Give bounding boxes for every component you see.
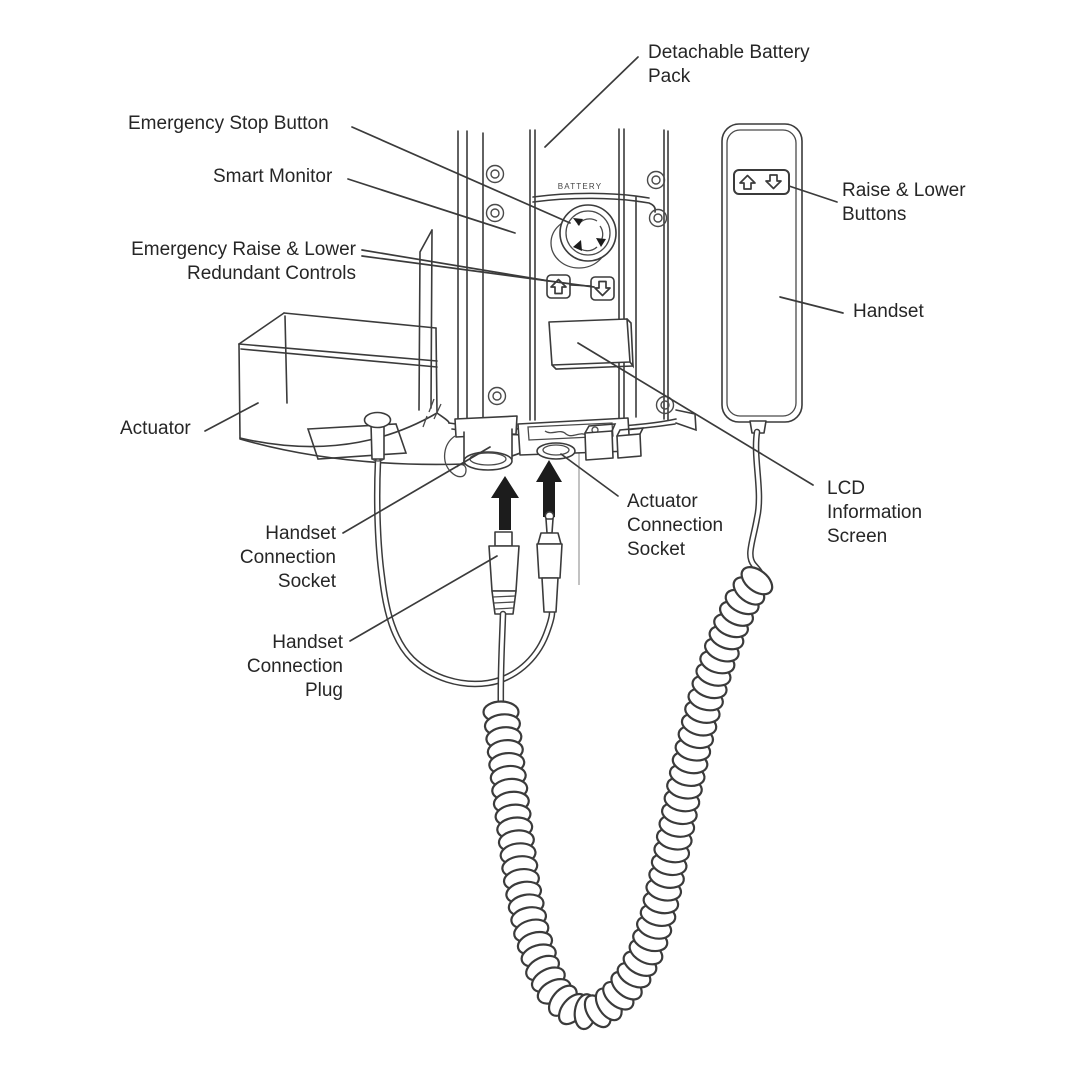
label-lcd-information-screen: LCD Information Screen (827, 478, 923, 547)
coiled-cord (482, 566, 774, 1031)
lower-arrow-icon (594, 280, 611, 297)
label-handset-connection-socket: Handset Connection Socket (239, 523, 336, 592)
battery-pack-divider (532, 192, 657, 213)
label-emergency-raise-lower: Emergency Raise & Lower Redundant Contro… (131, 239, 356, 284)
raise-arrow-icon (739, 174, 756, 190)
handset-connection-socket (444, 415, 518, 478)
actuator-box (238, 312, 533, 466)
lcd-information-screen (548, 318, 634, 370)
up-arrow-icon (491, 476, 519, 530)
aux-connector-blocks (584, 423, 645, 461)
label-actuator-connection-socket: Actuator Connection Socket (627, 491, 724, 560)
actuator-cable-post (363, 411, 556, 688)
label-handset-connection-plug: Handset Connection Plug (246, 632, 343, 701)
battery-marking: BATTERY (558, 182, 603, 191)
raise-lower-button-panel (733, 169, 790, 195)
actuator-connection-plug (536, 510, 563, 613)
rotate-release-arrows-icon (573, 218, 606, 252)
leader-lines (204, 56, 844, 642)
up-arrow-icon (536, 460, 562, 517)
label-handset: Handset (853, 301, 924, 322)
handset-connection-plug (488, 531, 520, 615)
lower-arrow-icon (765, 174, 782, 190)
screw-icons (485, 164, 675, 415)
handset-body (721, 123, 803, 434)
mounting-bracket (418, 229, 450, 424)
raise-arrow-icon (550, 278, 567, 295)
redundant-raise-lower-controls (546, 274, 615, 301)
insert-direction-arrows (491, 460, 562, 530)
smart-monitor-body: BATTERY (448, 128, 697, 436)
label-raise-lower-buttons: Raise & Lower Buttons (842, 180, 966, 225)
emergency-stop-button (550, 204, 617, 269)
label-smart-monitor: Smart Monitor (213, 166, 333, 187)
label-emergency-stop-button: Emergency Stop Button (128, 113, 329, 134)
label-actuator: Actuator (120, 418, 191, 439)
label-detachable-battery-pack: Detachable Battery Pack (648, 42, 810, 87)
